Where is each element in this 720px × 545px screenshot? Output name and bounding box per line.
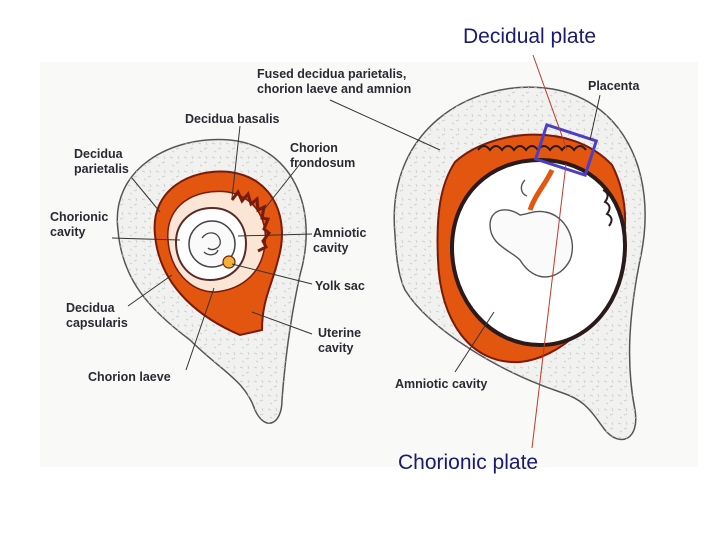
leader-amniotic-cavity-left [237, 233, 313, 237]
label-uterine-cavity-2: cavity [318, 341, 354, 355]
label-uterine-cavity: Uterine cavity [318, 326, 361, 356]
right-villi-side [602, 189, 613, 227]
chorionic-plate-pointer [531, 163, 567, 449]
label-uterine-cavity-1: Uterine [318, 326, 362, 340]
caption-chorionic-plate: Chorionic plate [398, 451, 539, 474]
leader-fused [329, 99, 441, 151]
label-fused-line-1: Fused decidua parietalis, [257, 67, 407, 81]
label-decidua-capsularis: Decidua capsularis [66, 301, 128, 331]
label-chorionic-cavity: Chorionic cavity [50, 210, 108, 240]
leader-chorionic-cavity [111, 237, 181, 241]
leader-chorion-frondosum [261, 163, 301, 213]
label-chorion-frondosum-1: Chorion [290, 141, 338, 155]
label-decidua-capsularis-1: Decidua [66, 301, 115, 315]
caption-pointers [531, 54, 568, 449]
label-chorionic-cavity-2: cavity [50, 225, 86, 239]
label-fused-line-2: chorion laeve and amnion [257, 82, 412, 96]
leader-decidua-parietalis [131, 177, 161, 213]
leader-yolk-sac [231, 263, 313, 285]
leader-chorion-laeve [185, 287, 215, 371]
label-decidua-basalis: Decidua basalis [185, 112, 280, 126]
label-amniotic-cavity-1: Amniotic [313, 226, 367, 240]
leader-placenta [589, 94, 601, 141]
label-decidua-parietalis: Decidua parietalis [74, 147, 129, 177]
decidual-plate-pointer [532, 54, 568, 151]
left-uterus [116, 138, 307, 424]
right-fetus [489, 209, 574, 278]
label-amniotic-cavity-right: Amniotic cavity [395, 377, 488, 391]
label-fused-decidua: Fused decidua parietalis, chorion laeve … [257, 67, 411, 97]
label-yolk-sac: Yolk sac [315, 279, 365, 293]
leader-decidua-basalis [231, 125, 241, 199]
label-decidua-parietalis-1: Decidua [74, 147, 123, 161]
label-chorion-frondosum: Chorion frondosum [290, 141, 355, 171]
right-villi-row [477, 145, 587, 152]
label-chorion-laeve: Chorion laeve [88, 370, 171, 384]
leader-lines [111, 94, 601, 373]
right-cord-loop [520, 179, 528, 197]
left-amniotic-sac [188, 220, 236, 268]
label-amniotic-cavity-2: cavity [313, 241, 349, 255]
right-uterus [393, 86, 646, 441]
leader-amniotic-cavity-right [454, 311, 495, 373]
leader-decidua-capsularis [127, 274, 173, 307]
label-chorion-frondosum-2: frondosum [290, 156, 356, 170]
label-chorionic-cavity-1: Chorionic [50, 210, 109, 224]
leader-uterine-cavity [251, 311, 313, 335]
left-embryo [201, 232, 221, 256]
placenta-highlight-box [533, 122, 599, 178]
label-decidua-parietalis-2: parietalis [74, 162, 129, 176]
caption-decidual-plate: Decidual plate [463, 25, 597, 48]
label-placenta: Placenta [588, 79, 640, 93]
label-decidua-capsularis-2: capsularis [66, 316, 128, 330]
label-amniotic-cavity-left: Amniotic cavity [313, 226, 366, 256]
left-yolk-sac [222, 255, 236, 269]
left-chorionic-villi [230, 189, 272, 253]
right-umbilical-cord [527, 168, 555, 211]
